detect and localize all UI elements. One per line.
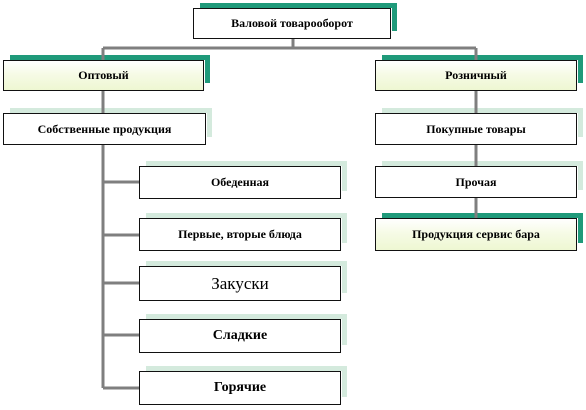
node-hot-label: Горячие — [213, 380, 267, 395]
node-wholesale-label: Оптовый — [78, 68, 129, 82]
node-own-products-label: Собственные продукция — [37, 121, 172, 136]
node-retail-label: Розничный — [445, 68, 507, 82]
node-lunch-label: Обеденная — [210, 175, 270, 189]
node-sweet: Сладкие — [139, 314, 347, 353]
node-wholesale: Оптовый — [3, 55, 210, 91]
node-gross-turnover: Валовой товарооборот — [193, 3, 397, 39]
node-first-second-courses: Первые, вторые блюда — [139, 213, 347, 251]
node-hot: Горячие — [139, 366, 347, 405]
node-purchased-goods-label: Покупные товары — [426, 121, 526, 136]
node-other: Прочая — [375, 161, 583, 198]
node-snacks: Закуски — [139, 261, 347, 301]
node-gross-turnover-label: Валовой товарооборот — [231, 16, 353, 30]
node-bar-service: Продукция сервис бара — [375, 213, 583, 251]
node-other-label: Прочая — [455, 174, 497, 189]
node-retail: Розничный — [375, 55, 583, 91]
node-own-products: Собственные продукция — [3, 108, 212, 145]
node-bar-service-label: Продукция сервис бара — [412, 227, 540, 241]
node-lunch: Обеденная — [139, 161, 347, 199]
node-first-second-label: Первые, вторые блюда — [178, 227, 302, 241]
node-purchased-goods: Покупные товары — [375, 108, 583, 145]
node-sweet-label: Сладкие — [212, 328, 268, 343]
node-snacks-label: Закуски — [211, 273, 269, 293]
